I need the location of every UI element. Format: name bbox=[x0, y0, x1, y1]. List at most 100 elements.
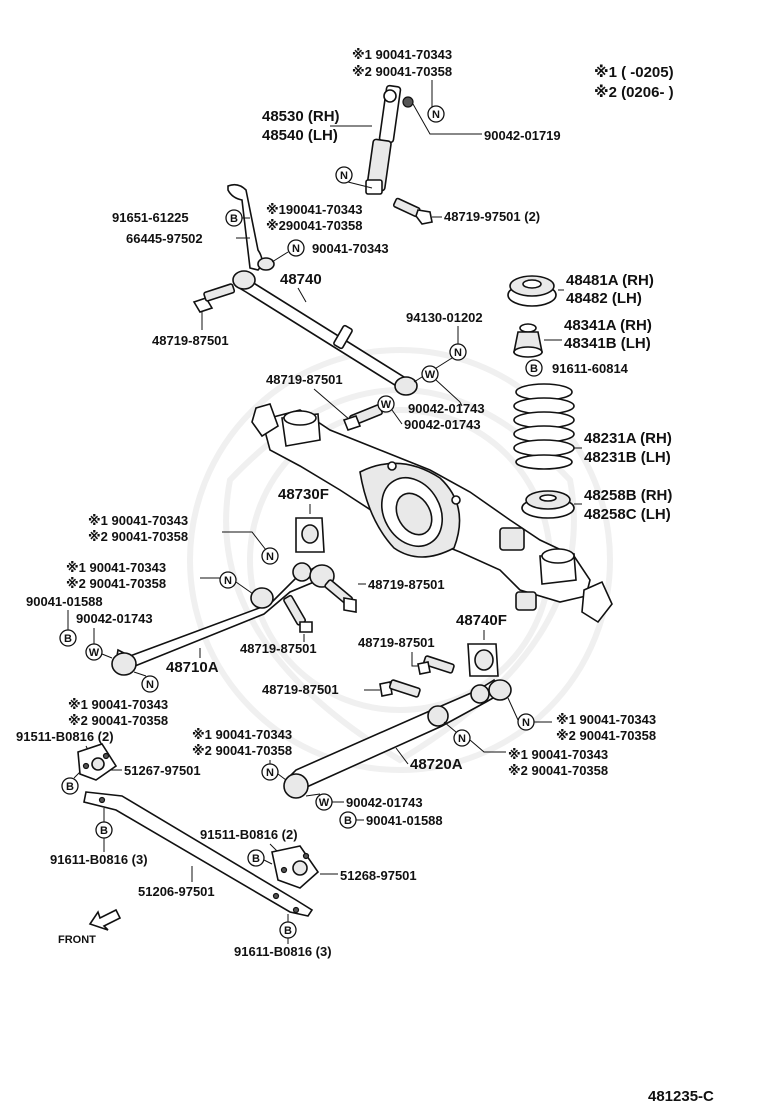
label-n-94130: 94130-01202 bbox=[406, 310, 483, 325]
lateral-rod bbox=[232, 270, 418, 396]
label-shock-rh: 48530 (RH) bbox=[262, 108, 340, 125]
label-stab-91651: 91651-61225 bbox=[112, 210, 189, 225]
b-symbol-bump: B bbox=[525, 359, 543, 377]
lateral-rod-bolt-right bbox=[342, 404, 383, 431]
coil-spring bbox=[513, 383, 575, 470]
label-b-91511-b0816-a: 91511-B0816 (2) bbox=[16, 729, 114, 744]
label-bolt-48719-87501-e: 48719-87501 bbox=[358, 635, 435, 650]
label-lc-2: ※2 90041-70358 bbox=[508, 763, 608, 778]
lower-spring-insulator bbox=[521, 490, 575, 519]
label-n-90041-70343: 90041-70343 bbox=[312, 241, 389, 256]
label-ld-2: ※2 90041-70358 bbox=[556, 728, 656, 743]
n-symbol-lb: N bbox=[261, 763, 279, 781]
svg-text:N: N bbox=[432, 109, 440, 121]
label-bump-48341b: 48341B (LH) bbox=[564, 335, 651, 352]
svg-text:N: N bbox=[454, 347, 462, 359]
label-shock-nut: 90042-01719 bbox=[484, 128, 561, 143]
label-b-91611-b0816-b: 91611-B0816 (3) bbox=[234, 944, 332, 959]
w-symbol-la: W bbox=[315, 793, 333, 811]
label-bush-48740f: 48740F bbox=[456, 612, 507, 629]
svg-text:B: B bbox=[284, 925, 292, 937]
label-seat-48481a: 48481A (RH) bbox=[566, 272, 654, 289]
n-symbol-lc: N bbox=[453, 729, 471, 747]
label-bolt-48719-87501-d: 48719-87501 bbox=[240, 641, 317, 656]
n-symbol-ld: N bbox=[517, 713, 535, 731]
upper-arm-bolt-a bbox=[324, 579, 357, 613]
svg-text:N: N bbox=[224, 575, 232, 587]
svg-text:B: B bbox=[344, 815, 352, 827]
label-b-90041-01588-b: 90041-01588 bbox=[366, 813, 443, 828]
label-bolt-48719-97501: 48719-97501 (2) bbox=[444, 209, 540, 224]
w-symbol-lateral: W bbox=[421, 365, 439, 383]
label-spring-48231a: 48231A (RH) bbox=[584, 430, 672, 447]
bump-stopper bbox=[513, 323, 543, 358]
label-spring-48231b: 48231B (LH) bbox=[584, 449, 671, 466]
label-plate-51206: 51206-97501 bbox=[138, 884, 215, 899]
label-w-90042-01743-b: 90042-01743 bbox=[404, 417, 481, 432]
label-b-91511-b0816-b: 91511-B0816 (2) bbox=[200, 827, 298, 842]
svg-text:N: N bbox=[266, 551, 274, 563]
n-symbol-lateral: N bbox=[449, 343, 467, 361]
label-bump-48341a: 48341A (RH) bbox=[564, 317, 652, 334]
label-ua-1: ※1 90041-70343 bbox=[88, 513, 188, 528]
lower-arm-bracket bbox=[467, 643, 499, 677]
svg-text:B: B bbox=[230, 213, 238, 225]
leader-shock-nut bbox=[412, 103, 482, 135]
svg-text:N: N bbox=[458, 733, 466, 745]
label-bolt-48719-87501-f: 48719-87501 bbox=[262, 682, 339, 697]
w-symbol-ua: W bbox=[85, 643, 103, 661]
bracket-51268 bbox=[271, 845, 320, 889]
b-symbol-ua: B bbox=[59, 629, 77, 647]
label-bush-48730f: 48730F bbox=[278, 486, 329, 503]
reinforcement-plate bbox=[83, 791, 314, 917]
label-lb-2: ※2 90041-70358 bbox=[192, 743, 292, 758]
label-shock-lh: 48540 (LH) bbox=[262, 127, 338, 144]
label-ins-48258c: 48258C (LH) bbox=[584, 506, 671, 523]
n-symbol-shock-lower: N bbox=[335, 166, 353, 184]
svg-text:B: B bbox=[252, 853, 260, 865]
svg-text:N: N bbox=[146, 679, 154, 691]
label-b-91611-60814: 91611-60814 bbox=[552, 361, 629, 376]
label-lateral-48740: 48740 bbox=[280, 271, 322, 288]
label-ub-1: ※1 90041-70343 bbox=[66, 560, 166, 575]
rear-axle-housing bbox=[251, 403, 613, 624]
label-ua-2: ※2 90041-70358 bbox=[88, 529, 188, 544]
b-symbol-stab: B bbox=[225, 209, 243, 227]
label-bolt-48719-87501-c: 48719-87501 bbox=[368, 577, 445, 592]
label-shock-top-1: ※1 90041-70343 bbox=[352, 47, 452, 62]
b-symbol-la: B bbox=[339, 811, 357, 829]
w-symbol-lateral-bolt: W bbox=[377, 395, 395, 413]
legend-line-1: ※1 ( -0205) bbox=[594, 63, 674, 81]
label-b-91611-b0816-a: 91611-B0816 (3) bbox=[50, 852, 148, 867]
upper-spring-seat bbox=[507, 275, 557, 307]
label-seat-48482: 48482 (LH) bbox=[566, 290, 642, 307]
stabilizer-link bbox=[227, 183, 275, 271]
n-symbol-shock-top: N bbox=[427, 105, 445, 123]
lateral-rod-bolt-left bbox=[192, 283, 236, 313]
lower-arm bbox=[283, 678, 512, 799]
label-br-51268: 51268-97501 bbox=[340, 868, 417, 883]
shock-absorber bbox=[365, 84, 402, 195]
label-br-51267: 51267-97501 bbox=[124, 763, 201, 778]
upper-arm-bolt-b bbox=[283, 594, 313, 633]
label-la-2: ※2 90041-70358 bbox=[68, 713, 168, 728]
label-ins-48258b: 48258B (RH) bbox=[584, 487, 672, 504]
label-arm-48720a: 48720A bbox=[410, 756, 463, 773]
bracket-51267 bbox=[77, 743, 118, 781]
label-lc-1: ※1 90041-70343 bbox=[508, 747, 608, 762]
label-ld-1: ※1 90041-70343 bbox=[556, 712, 656, 727]
label-w-90042-01743-c: 90042-01743 bbox=[76, 611, 153, 626]
shock-lower-bolt bbox=[392, 197, 433, 225]
label-shock-lower-1: ※190041-70343 bbox=[266, 202, 363, 217]
upper-arm-bracket bbox=[295, 517, 325, 553]
label-shock-top-2: ※2 90041-70358 bbox=[352, 64, 452, 79]
svg-text:N: N bbox=[266, 767, 274, 779]
label-la-1: ※1 90041-70343 bbox=[68, 697, 168, 712]
label-shock-lower-2: ※290041-70358 bbox=[266, 218, 363, 233]
label-lb-1: ※1 90041-70343 bbox=[192, 727, 292, 742]
label-bolt-48719-87501-a: 48719-87501 bbox=[152, 333, 229, 348]
label-b-90041-01588: 90041-01588 bbox=[26, 594, 103, 609]
svg-text:W: W bbox=[319, 797, 330, 809]
label-arm-48710a: 48710A bbox=[166, 659, 219, 676]
svg-text:N: N bbox=[292, 243, 300, 255]
